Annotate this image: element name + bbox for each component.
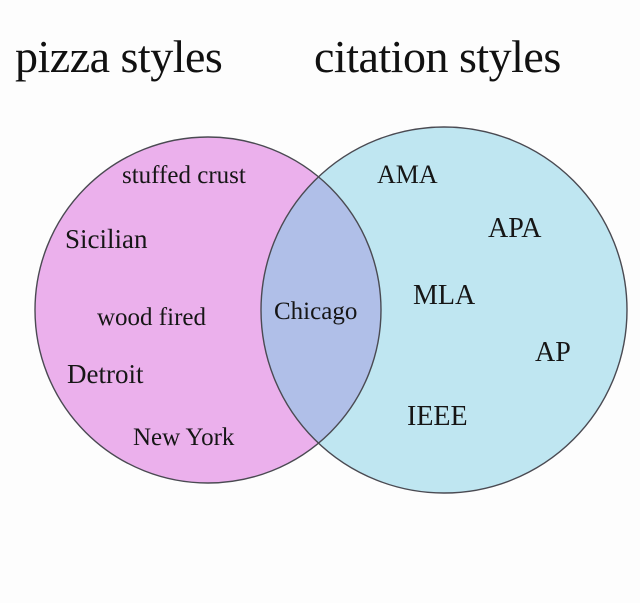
label-sicilian: Sicilian (65, 224, 148, 254)
overlap-region (261, 137, 381, 483)
label-ama: AMA (377, 160, 438, 189)
right-set-title: citation styles (314, 31, 561, 82)
label-new-york: New York (133, 424, 235, 451)
label-mla: MLA (413, 280, 476, 311)
right-circle-outline (260, 126, 628, 494)
label-apa: APA (488, 213, 542, 244)
label-ieee: IEEE (407, 401, 468, 432)
label-chicago: Chicago (274, 298, 357, 325)
left-circle-outline (34, 136, 382, 484)
label-ap: AP (535, 337, 571, 368)
label-wood-fired: wood fired (97, 304, 206, 331)
left-set-title: pizza styles (15, 31, 223, 82)
label-detroit: Detroit (67, 359, 144, 389)
label-stuffed-crust: stuffed crust (122, 162, 246, 189)
